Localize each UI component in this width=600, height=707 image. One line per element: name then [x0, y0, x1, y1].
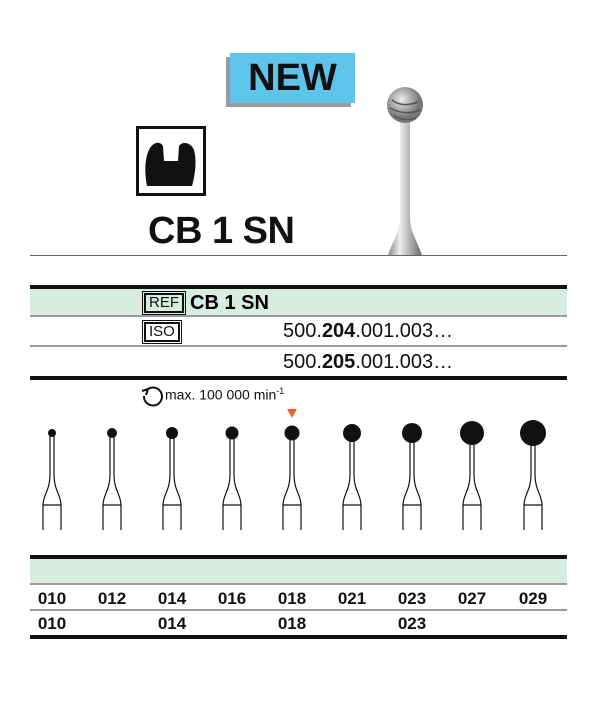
bur-size-010: [42, 429, 62, 530]
iso-number-1: 500.204.001.003…: [283, 320, 454, 342]
tooth-cavity-icon: [136, 126, 206, 196]
size-label: 010: [37, 589, 67, 608]
size-label: 027: [457, 589, 487, 608]
bur-size-018: [282, 425, 302, 530]
size-label: 021: [337, 589, 367, 608]
size-label: 016: [217, 589, 247, 608]
divider: [30, 376, 567, 380]
bur-head: [460, 421, 484, 445]
bur-head: [48, 429, 56, 437]
divider: [30, 635, 567, 639]
size-label: 012: [97, 589, 127, 608]
size-label: 018: [277, 614, 307, 633]
iso-label: ISO: [142, 320, 182, 344]
bur-photo: [387, 87, 423, 256]
bur-shank: [222, 433, 242, 530]
bur-head: [402, 423, 422, 443]
max-speed: max. 100 000 min-1: [165, 386, 285, 403]
size-label: 014: [157, 614, 187, 633]
bur-head: [284, 425, 300, 441]
bur-shank: [282, 433, 302, 530]
bur-head: [343, 424, 361, 442]
bur-sizes-diagram: [42, 409, 546, 530]
new-badge: NEW: [230, 53, 355, 103]
bur-shank: [102, 433, 122, 530]
bur-size-012: [102, 428, 122, 530]
bur-shank: [162, 433, 182, 530]
bur-shank: [402, 433, 422, 530]
divider: [30, 315, 567, 317]
ref-value: CB 1 SN: [190, 292, 269, 314]
size-label: 023: [397, 589, 427, 608]
bur-shank: [42, 433, 62, 530]
ref-row-bg: [30, 289, 567, 315]
ref-label: REF: [142, 291, 186, 315]
bur-size-029: [520, 420, 546, 530]
rotation-icon: [141, 386, 163, 407]
divider: [30, 345, 567, 347]
size-header-bg: [30, 559, 567, 583]
size-label: 014: [157, 589, 187, 608]
bur-shank: [523, 433, 543, 530]
iso-number-2: 500.205.001.003…: [283, 351, 454, 373]
size-label: 029: [518, 589, 548, 608]
bur-shank: [462, 433, 482, 530]
bur-size-023: [402, 423, 422, 530]
size-label: 018: [277, 589, 307, 608]
bur-size-027: [460, 421, 484, 530]
divider: [30, 583, 567, 585]
bur-head: [520, 420, 546, 446]
bur-size-021: [342, 424, 362, 530]
recommended-size-marker-icon: [287, 409, 297, 418]
bur-head: [166, 427, 178, 439]
bur-head: [107, 428, 117, 438]
bur-shank: [342, 433, 362, 530]
divider: [30, 255, 567, 256]
bur-size-014: [162, 427, 182, 530]
product-title: CB 1 SN: [148, 210, 295, 252]
bur-head: [225, 426, 239, 440]
bur-size-016: [222, 426, 242, 530]
divider: [30, 285, 567, 289]
divider: [30, 609, 567, 611]
size-label: 010: [37, 614, 67, 633]
size-label: 023: [397, 614, 427, 633]
divider: [30, 555, 567, 559]
